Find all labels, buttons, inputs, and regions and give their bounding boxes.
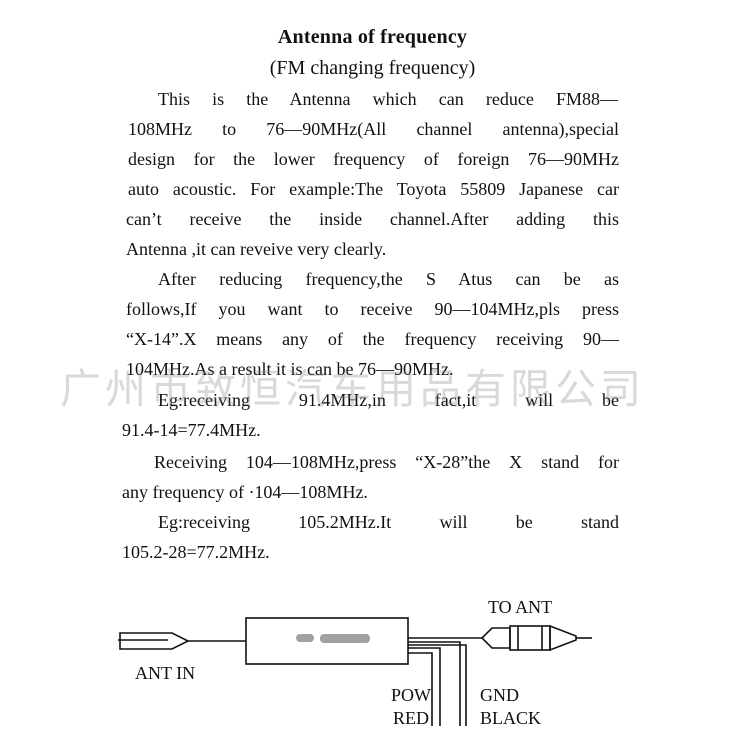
to-ant-sleeve [509, 625, 551, 651]
company-watermark: 广州市致恒汽车用品有限公司 [60, 365, 645, 413]
gnd-label: GND [480, 685, 519, 705]
example2-line: 105.2-28=77.2MHz. [122, 542, 270, 562]
paragraph1-line: This is the Antenna which can reduce FM8… [158, 89, 618, 109]
document-subtitle: (FM changing frequency) [269, 57, 476, 79]
box-label-blur [296, 634, 370, 643]
pow-label: POW [391, 685, 431, 705]
paragraph3-line: any frequency of ·104—108MHz. [122, 482, 368, 502]
pow-wire [408, 647, 441, 726]
black-label: BLACK [480, 708, 542, 728]
ant-in-plug [119, 632, 190, 650]
to-ant-label: TO ANT [488, 597, 553, 617]
paragraph2-line: 104MHz.As a result it is can be 76—90MHz… [126, 359, 454, 379]
document-title: Antenna of frequency [277, 26, 468, 48]
converter-box [245, 617, 409, 665]
example1-line: Eg:receiving 91.4MHz,in fact,it will be [158, 390, 619, 410]
example1-line: 91.4-14=77.4MHz. [122, 420, 261, 440]
to-ant-tip [549, 624, 577, 652]
paragraph3-line: Receiving 104—108MHz,press “X-28”the X s… [154, 452, 619, 472]
wiring-diagram [118, 617, 592, 726]
paragraph2-line: After reducing frequency,the S Atus can … [158, 269, 619, 289]
to-ant-connector [480, 627, 511, 649]
pow-wire-2 [408, 652, 433, 726]
gnd-wire [408, 641, 461, 726]
paragraph1-line: design for the lower frequency of foreig… [128, 149, 619, 169]
example2-line: Eg:receiving 105.2MHz.It will be stand [158, 512, 619, 532]
paragraph1-line: auto acoustic. For example:The Toyota 55… [128, 179, 619, 199]
paragraph2-line: follows,If you want to receive 90—104MHz… [126, 299, 619, 319]
paragraph1-line: can’t receive the inside channel.After a… [126, 209, 619, 229]
paragraph1-line: Antenna ,it can reveive very clearly. [126, 239, 387, 259]
red-label: RED [393, 708, 429, 728]
paragraph2-line: “X-14”.X means any of the frequency rece… [126, 329, 619, 349]
gnd-wire-2 [408, 644, 467, 726]
ant-in-label: ANT IN [135, 663, 196, 683]
paragraph1-line: 108MHz to 76—90MHz(All channel antenna),… [128, 119, 619, 139]
